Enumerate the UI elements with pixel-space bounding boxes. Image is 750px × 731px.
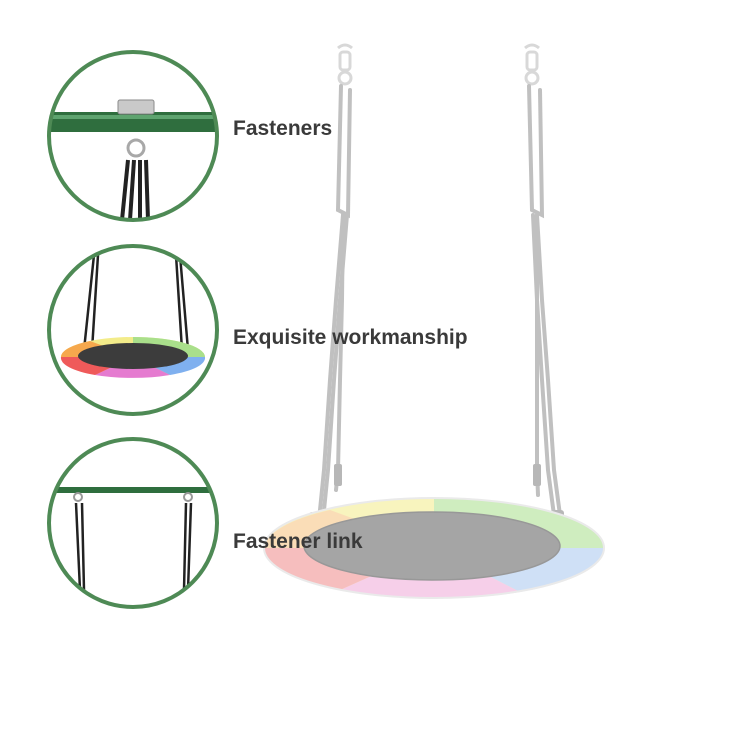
- detail-circle-fasteners: [47, 50, 219, 222]
- right-top-hook: [524, 43, 540, 86]
- detail-circle-workmanship: [47, 244, 219, 416]
- main-swing: [263, 43, 605, 599]
- label-fasteners: Fasteners: [233, 117, 333, 140]
- ropes: [316, 84, 564, 532]
- detail-circle-fastener-link: [47, 437, 219, 609]
- label-fastener-link: Fastener link: [233, 530, 363, 553]
- label-exquisite-workmanship: Exquisite workmanship: [233, 326, 468, 349]
- left-top-hook: [337, 43, 353, 86]
- swing-seat: [263, 497, 605, 599]
